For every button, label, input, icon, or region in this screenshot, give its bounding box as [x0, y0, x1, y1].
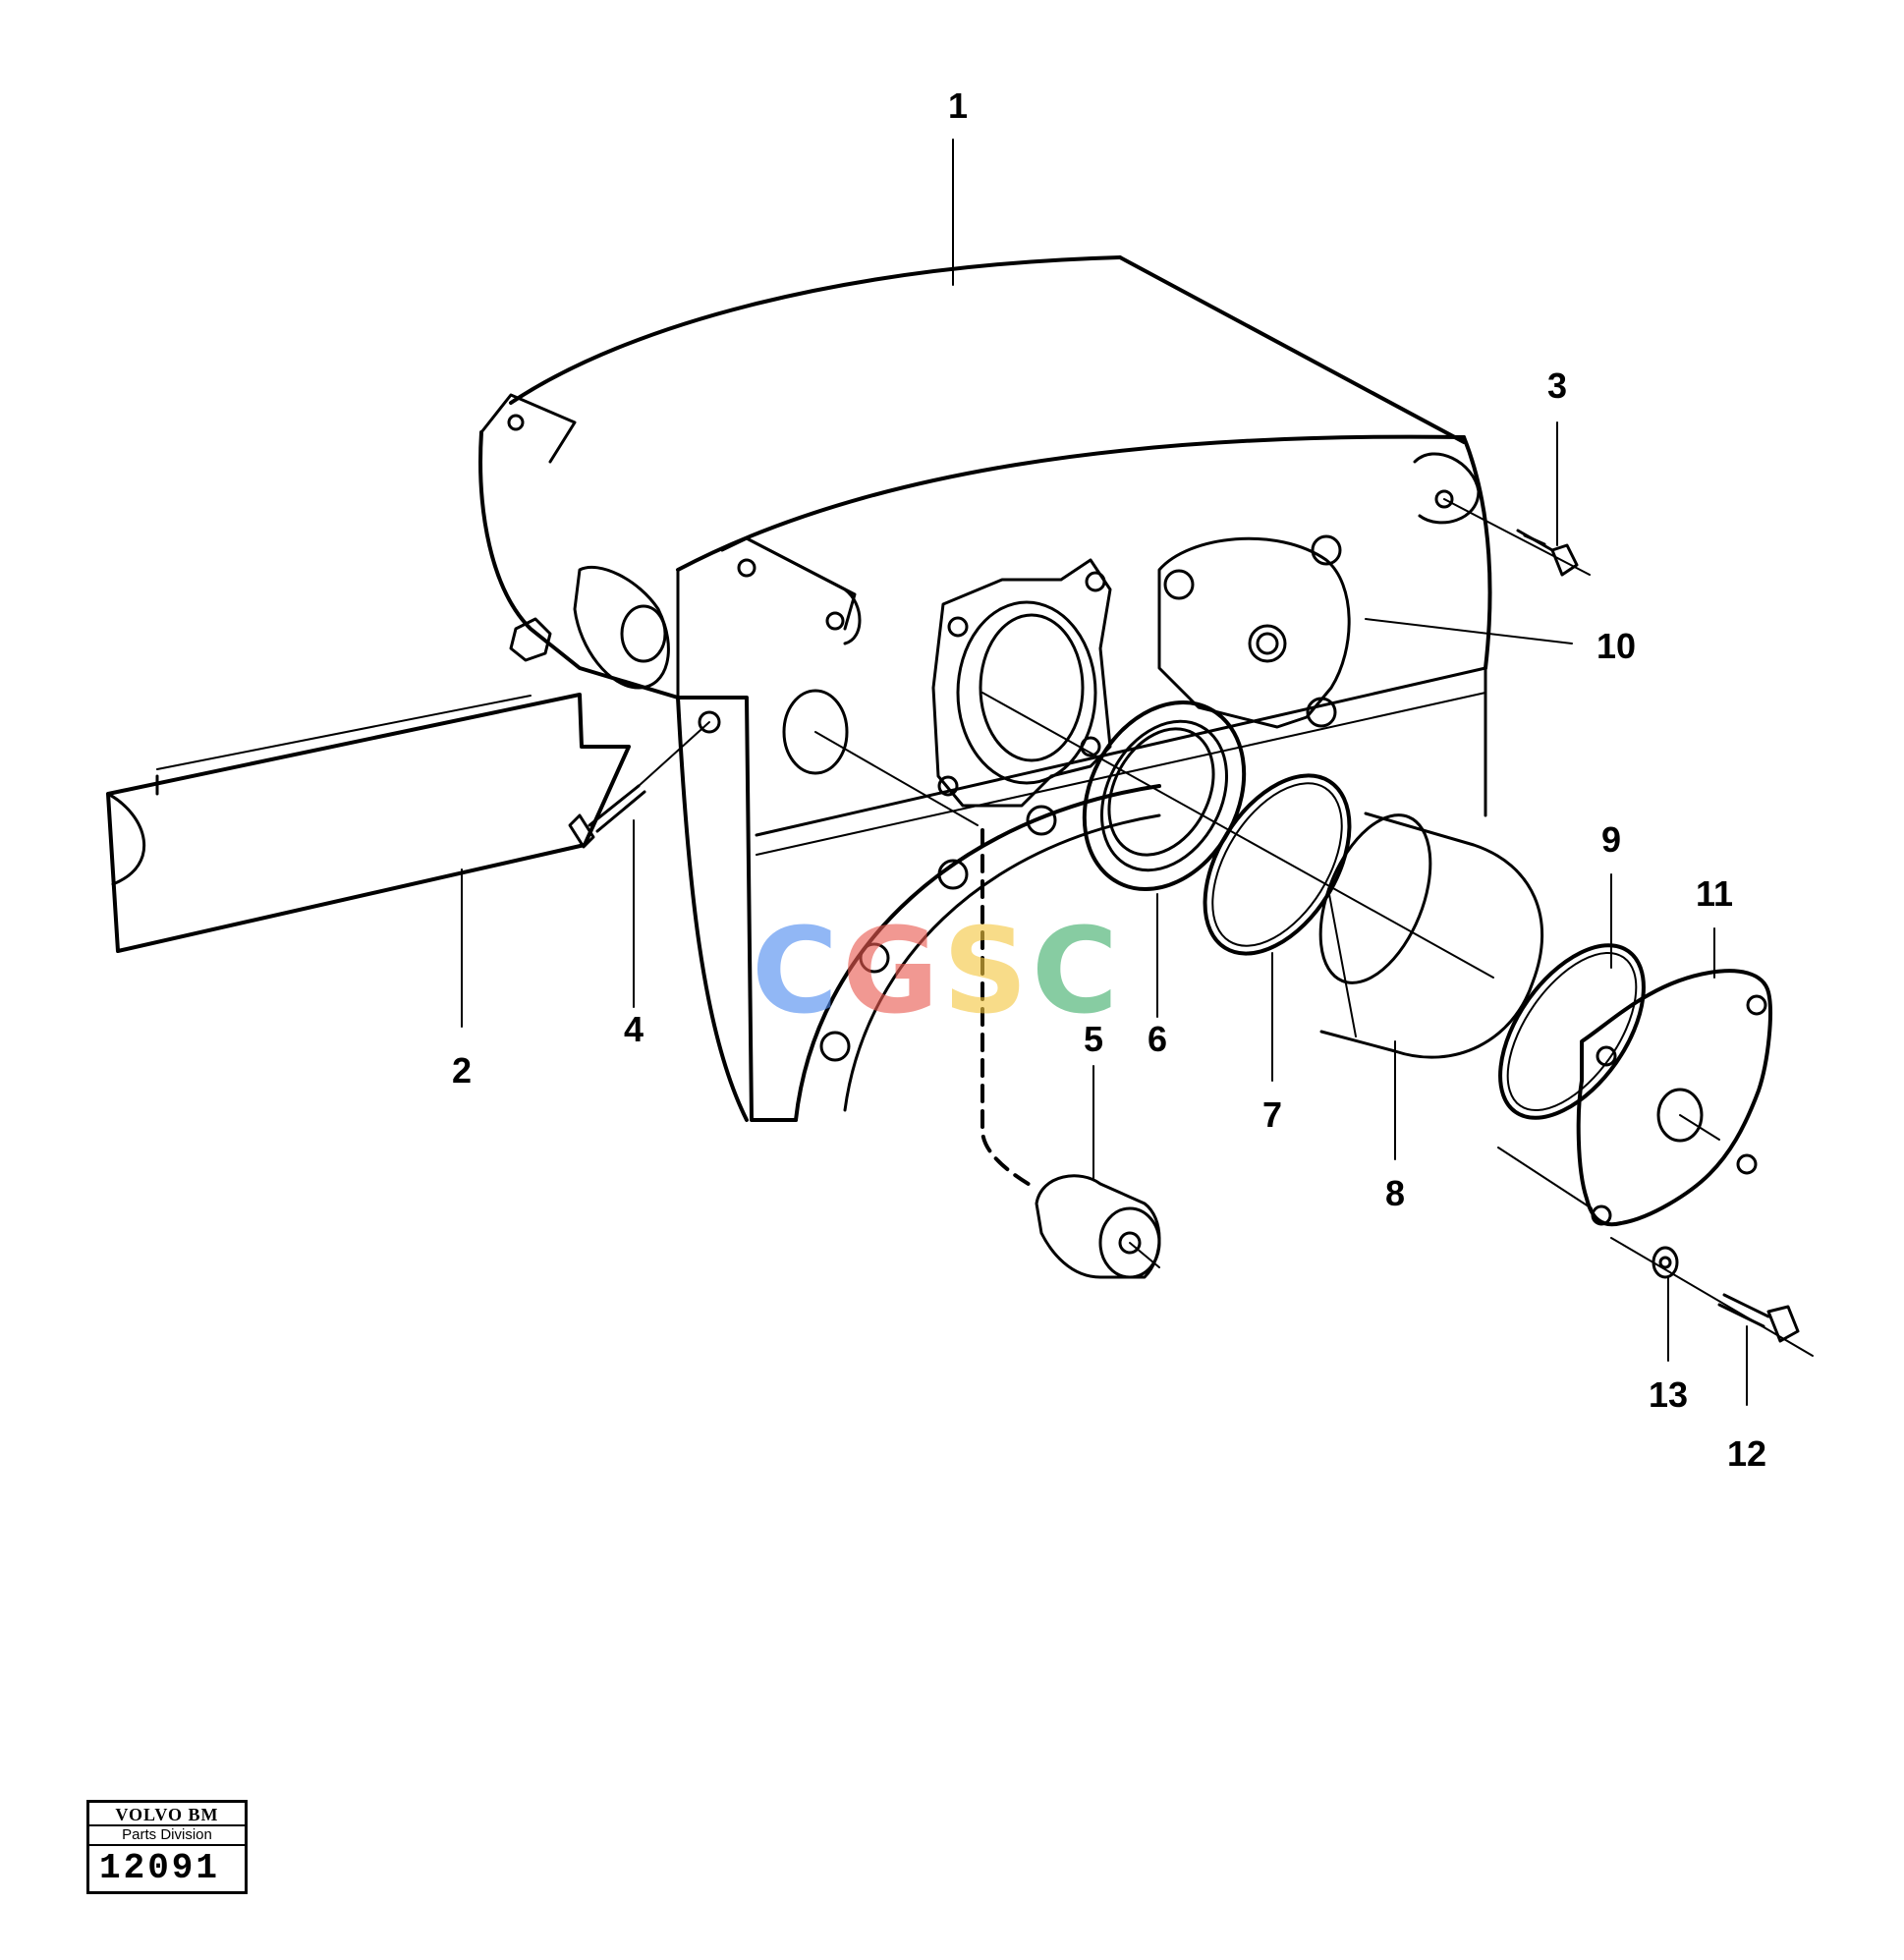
- callout-2: 2: [451, 1050, 473, 1091]
- leader-lines: [461, 139, 1814, 1406]
- bolt-part-4: [568, 710, 721, 849]
- callout-11: 11: [1695, 873, 1734, 914]
- callout-1: 1: [947, 85, 969, 126]
- callout-8: 8: [1384, 1173, 1406, 1213]
- callout-13: 13: [1648, 1374, 1689, 1415]
- plug-part-5: [980, 828, 1161, 1279]
- stamp-drawing-number: 12091: [99, 1848, 221, 1888]
- callout-7: 7: [1261, 1094, 1283, 1135]
- washer-part-13: [1652, 1246, 1679, 1279]
- o-ring-part-9: [1498, 943, 1646, 1120]
- callout-9: 9: [1600, 819, 1622, 860]
- callout-5: 5: [1083, 1019, 1104, 1059]
- watermark-letter-c1: C: [752, 904, 843, 1040]
- filter-part-8: [1318, 812, 1544, 1059]
- seal-part-6: [1082, 700, 1247, 892]
- o-ring-part-7: [1203, 773, 1352, 956]
- callout-3: 3: [1546, 365, 1568, 406]
- parts-division-stamp: VOLVO BM Parts Division 12091: [86, 1800, 248, 1894]
- callout-12: 12: [1726, 1433, 1767, 1474]
- plate-part-2: [106, 693, 631, 953]
- stamp-brand: VOLVO BM: [89, 1803, 245, 1826]
- callout-6: 6: [1147, 1019, 1168, 1059]
- callout-4: 4: [623, 1009, 644, 1049]
- bolt-part-12: [1717, 1293, 1800, 1343]
- stamp-division: Parts Division: [89, 1826, 245, 1846]
- watermark-letter-c2: C: [1032, 904, 1123, 1040]
- cover-part-11: [1576, 969, 1772, 1227]
- housing-part-1: [478, 255, 1492, 1122]
- watermark-letter-g: G: [842, 904, 943, 1040]
- bolt-part-3: [1443, 498, 1591, 577]
- callout-10: 10: [1596, 626, 1637, 666]
- cgsc-watermark: CGSC: [752, 914, 1122, 1032]
- watermark-letter-s: S: [942, 904, 1033, 1040]
